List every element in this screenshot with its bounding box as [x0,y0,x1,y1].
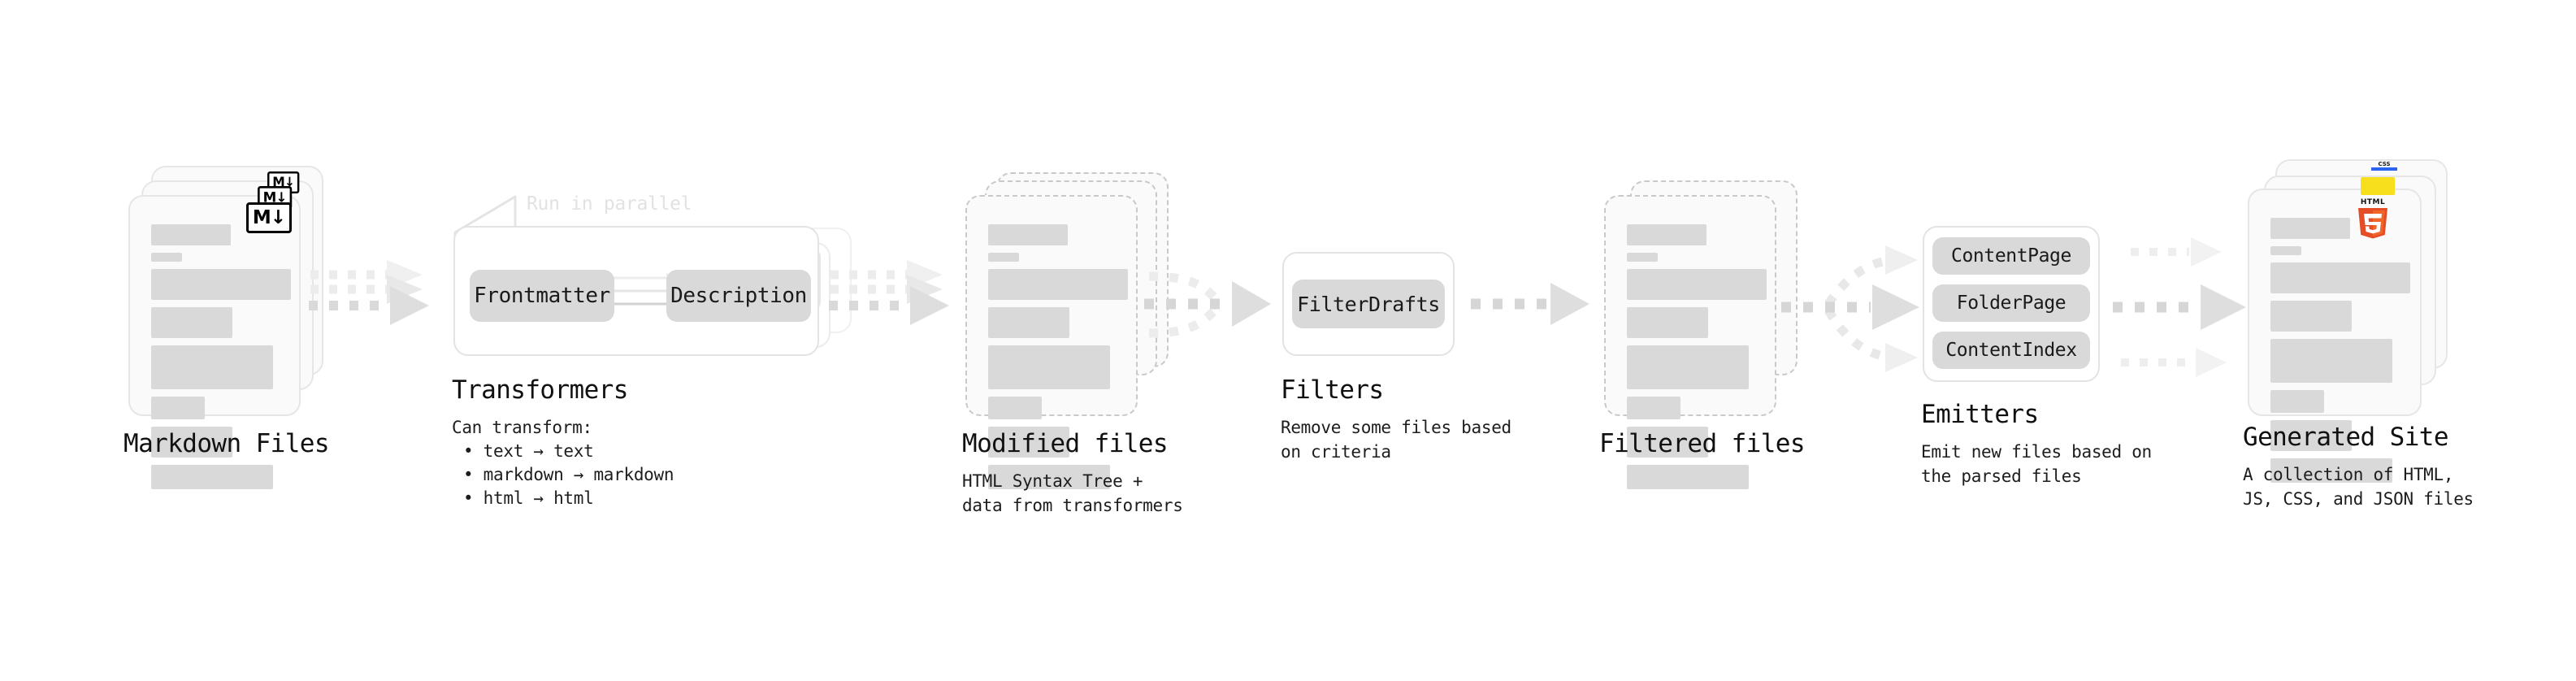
markdown-logo-back-2: M↓ [267,171,300,194]
stage-title-markdown-files: Markdown Files [124,429,329,458]
stage-title-modified-files: Modified files [962,429,1168,458]
filters-pill-filterdrafts[interactable]: FilterDrafts [1292,280,1445,328]
stage-title-transformers: Transformers [452,375,628,405]
markdown-logo-letter: M↓ [272,175,295,190]
stage-title-emitters: Emitters [1921,400,2039,429]
connector-filtered-to-emitters [1781,245,1919,372]
connector-emitters-to-site [2113,237,2246,377]
modified-files-subtitle: HTML Syntax Tree + data from transformer… [962,471,1183,515]
html5-logo: HTML [2358,198,2387,239]
emitters-pill-contentindex[interactable]: ContentIndex [1932,332,2090,369]
transformers-bullet-1: • markdown → markdown [463,465,674,484]
modified-card-bars [988,224,1128,497]
transformers-bullet-2: • html → html [463,488,594,508]
markdown-logo-front: M↓ [246,202,292,233]
markdown-card-front [128,195,301,489]
js-logo [2361,177,2395,195]
site-card-front [2248,189,2422,483]
svg-text:CSS: CSS [2378,161,2390,167]
svg-text:HTML: HTML [2361,198,2385,206]
filtered-card-front [1604,195,1776,489]
transformer-pill-description[interactable]: Description [666,270,811,322]
markdown-logo-letter: M↓ [252,206,286,228]
transformers-bullet-0: • text → text [463,441,594,461]
generated-site-subtitle: A collection of HTML, JS, CSS, and JSON … [2243,465,2474,509]
connector-md-to-transformers [309,260,429,325]
filters-subtitle: Remove some files based on criteria [1281,418,1511,462]
site-card-bars [2270,218,2410,490]
transformer-pill-frontmatter[interactable]: Frontmatter [470,270,614,322]
emitters-subtitle: Emit new files based on the parsed files [1921,442,2152,486]
css3-logo: CSS [2371,161,2397,171]
stage-title-generated-site: Generated Site [2243,423,2448,452]
emitters-pill-contentpage[interactable]: ContentPage [1932,237,2090,275]
stage-title-filtered-files: Filtered files [1599,429,1805,458]
emitters-pill-folderpage[interactable]: FolderPage [1932,284,2090,322]
connector-modified-to-filters [1144,271,1271,338]
filtered-card-bars [1627,224,1767,497]
connector-transformers-to-modified [829,260,949,325]
markdown-logo-letter: M↓ [262,189,288,206]
connector-filters-to-filtered [1471,283,1589,325]
markdown-card-bars [151,224,291,497]
transformers-subtitle: Can transform: [452,418,592,437]
modified-card-front [965,195,1138,489]
stage-title-filters: Filters [1281,375,1384,405]
run-in-parallel-label: Run in parallel [527,193,692,215]
